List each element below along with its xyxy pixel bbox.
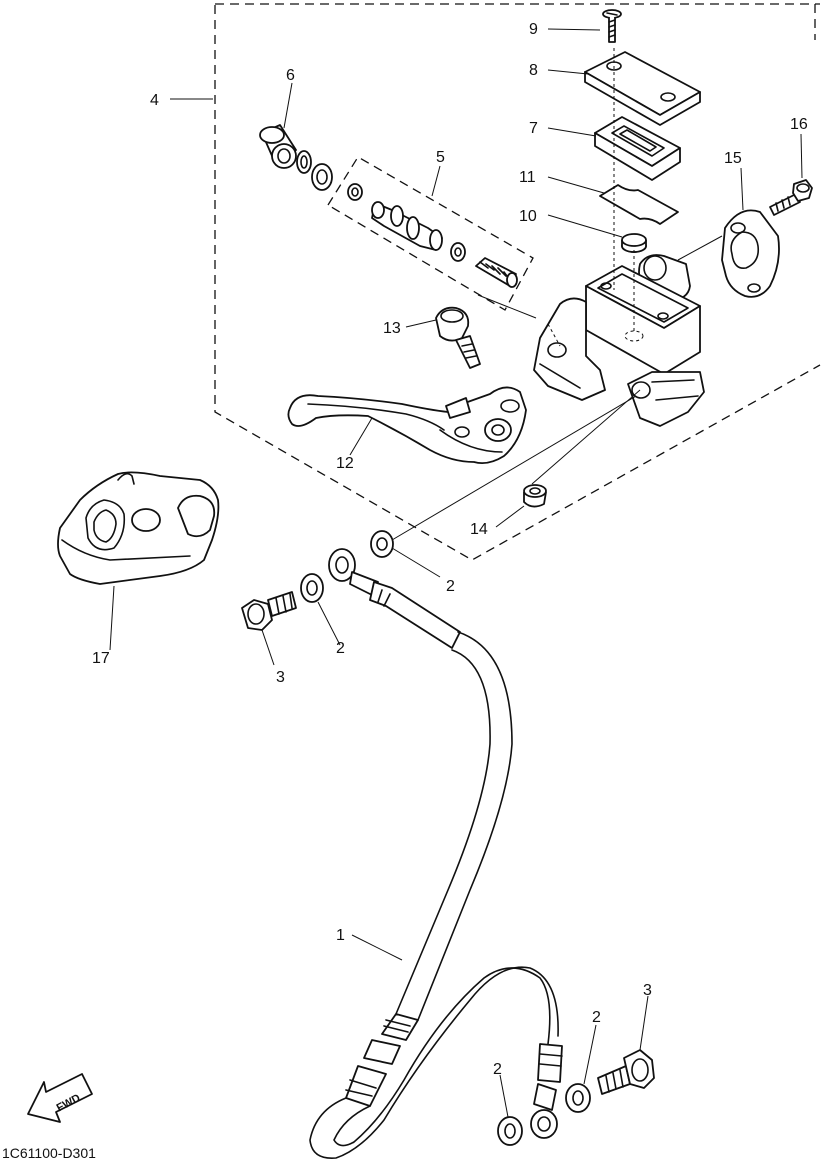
callout-16: 16 xyxy=(790,116,808,133)
part-washer-2-left xyxy=(300,573,324,603)
part-washer-2-bottom-left xyxy=(497,1116,523,1146)
part-union-bolt-3-top xyxy=(241,591,297,631)
callout-2: 2 xyxy=(592,1009,601,1026)
leader-lines xyxy=(109,28,803,1118)
part-washer-2-bottom-right xyxy=(565,1083,591,1113)
callout-2: 2 xyxy=(336,640,345,657)
part-brake-hose-1 xyxy=(309,548,563,1159)
part-holder-15 xyxy=(721,209,780,298)
part-pivot-bolt-13 xyxy=(435,306,481,369)
callout-7: 7 xyxy=(529,120,538,137)
callout-12: 12 xyxy=(336,455,354,472)
callout-10: 10 xyxy=(519,208,537,225)
callout-1: 1 xyxy=(336,927,345,944)
part-cap-14 xyxy=(523,484,547,508)
callout-17: 17 xyxy=(92,650,110,667)
callout-4: 4 xyxy=(150,92,159,109)
callout-15: 15 xyxy=(724,150,742,167)
part-diaphragm-holder-7 xyxy=(594,116,681,181)
part-bolt-16 xyxy=(769,179,813,216)
part-washer-2-top xyxy=(370,530,394,558)
callout-6: 6 xyxy=(286,67,295,84)
diagram-code: 1C61100-D301 xyxy=(2,1145,96,1161)
callout-2: 2 xyxy=(446,578,455,595)
callout-8: 8 xyxy=(529,62,538,79)
part-float-10 xyxy=(621,233,647,253)
callout-2: 2 xyxy=(493,1061,502,1078)
part-reservoir-cap-8 xyxy=(584,51,701,126)
fwd-arrow-icon: FWD xyxy=(27,1073,93,1123)
callout-labels: 1 2 2 2 2 3 3 4 5 6 7 8 9 10 11 12 13 14… xyxy=(92,21,808,1078)
callout-11: 11 xyxy=(519,169,536,186)
callout-3: 3 xyxy=(276,669,285,686)
part-piston-kit-5 xyxy=(327,156,534,311)
callout-9: 9 xyxy=(529,21,538,38)
part-lever-cover-17 xyxy=(57,471,220,585)
part-master-cylinder-body xyxy=(533,254,705,427)
callout-13: 13 xyxy=(383,320,401,337)
callout-3: 3 xyxy=(643,982,652,999)
assembly-boundary xyxy=(214,3,821,561)
part-diaphragm-11 xyxy=(599,184,679,225)
part-lever-12 xyxy=(287,386,527,465)
part-union-bolt-3-bottom xyxy=(597,1049,655,1095)
callout-5: 5 xyxy=(436,149,445,166)
part-boot-6 xyxy=(259,124,333,191)
callout-14: 14 xyxy=(470,521,488,538)
part-screw-9 xyxy=(602,9,622,43)
